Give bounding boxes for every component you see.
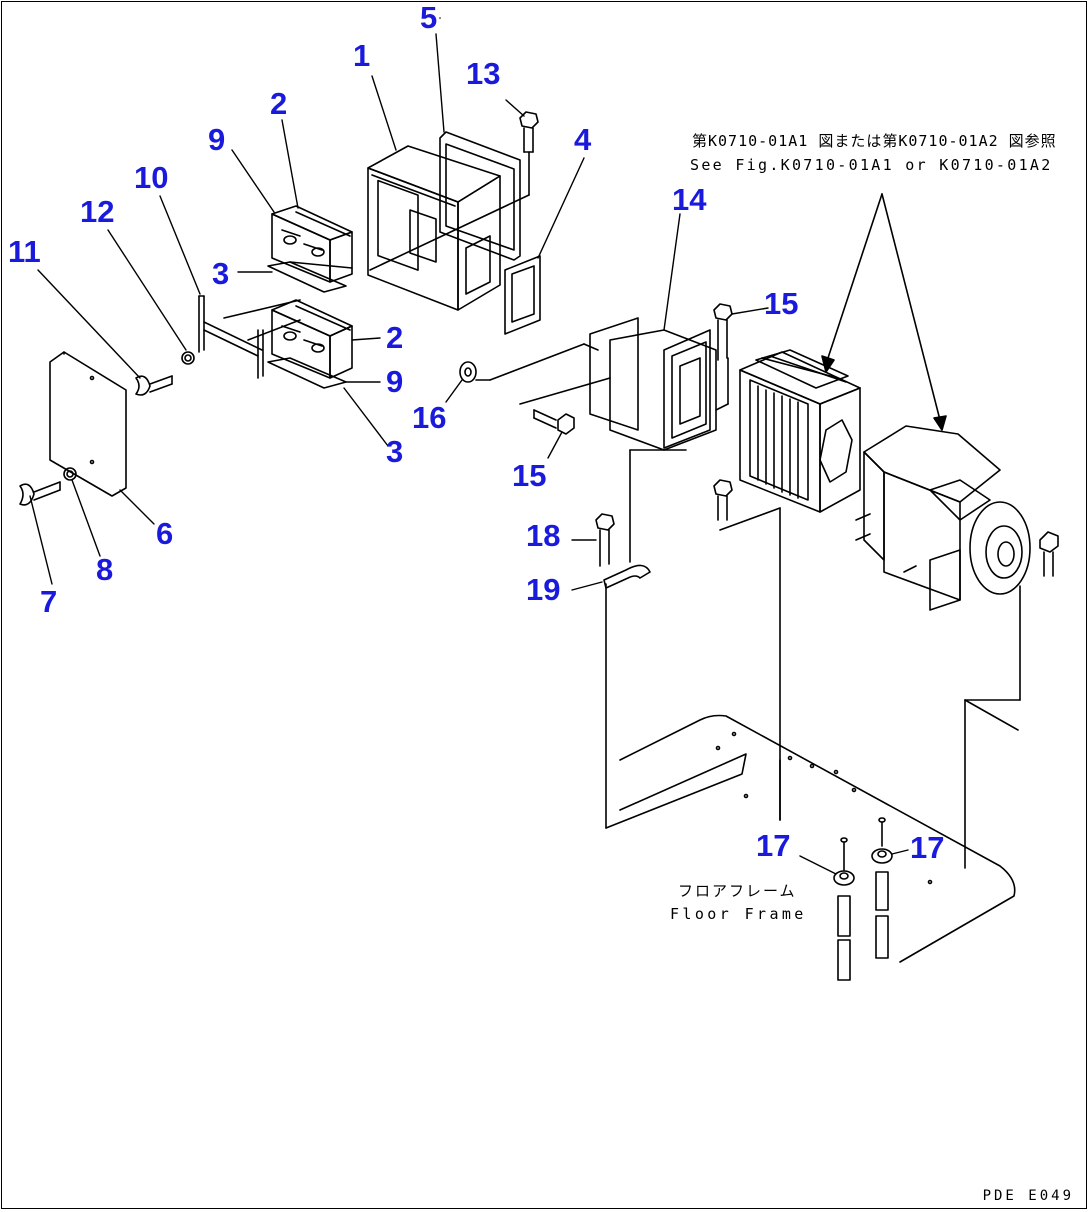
- callout-10: 10: [134, 160, 169, 195]
- part-16-grommet: [460, 344, 584, 382]
- callout-15-lower: 15: [512, 458, 547, 493]
- part-4-gasket: [505, 256, 540, 334]
- callout-3-upper: 3: [212, 256, 230, 291]
- reference-arrows: [822, 194, 946, 430]
- floor-frame: [606, 700, 1018, 962]
- part-15-bolt-lower: [520, 378, 610, 434]
- callout-12: 12: [80, 194, 115, 229]
- part-10-bracket: [199, 296, 300, 378]
- part-19-clamp: [604, 565, 650, 828]
- callout-2-upper: 2: [270, 86, 288, 121]
- part-7-wing-bolt: [20, 468, 76, 505]
- callout-14: 14: [672, 182, 707, 217]
- callout-11: 11: [8, 234, 41, 269]
- callout-16: 16: [412, 400, 447, 435]
- callout-6: 6: [156, 516, 174, 551]
- part-17-grommet-left: [834, 838, 854, 980]
- part-13-bolt: [370, 112, 538, 270]
- callout-13: 13: [466, 56, 501, 91]
- reference-note-japanese: 第K0710-01A1 図または第K0710-01A2 図参照: [692, 132, 1057, 150]
- callout-3-lower: 3: [386, 434, 404, 469]
- part-14-duct: [584, 318, 728, 450]
- callout-2-lower: 2: [386, 320, 404, 355]
- callout-18: 18: [526, 518, 561, 553]
- blower-unit: [856, 426, 1058, 700]
- part-18-bolt: [596, 450, 686, 566]
- callout-19: 19: [526, 572, 561, 607]
- callout-4: 4: [574, 122, 592, 157]
- floor-label-japanese: フロアフレーム: [678, 882, 797, 900]
- reference-note-english: See Fig.K0710-01A1 or K0710-01A2: [690, 156, 1053, 174]
- callout-9-lower: 9: [386, 364, 404, 399]
- filter-lower: [268, 300, 352, 388]
- callout-15-upper: 15: [764, 286, 799, 321]
- part-5-gasket: [440, 18, 520, 260]
- callout-8: 8: [96, 552, 114, 587]
- callout-17-left: 17: [756, 828, 791, 863]
- callout-9-upper: 9: [208, 122, 226, 157]
- filter-upper: [268, 206, 352, 292]
- heater-core: [714, 350, 860, 820]
- callout-5: 5: [420, 0, 438, 35]
- leader-lines: [30, 34, 908, 874]
- part-6-cover: [50, 352, 126, 496]
- callout-1: 1: [353, 38, 371, 73]
- callout-17-right: 17: [910, 830, 945, 865]
- part-11-wing-bolt: [136, 352, 194, 395]
- part-17-grommet-right: [872, 818, 892, 958]
- floor-label-english: Floor Frame: [670, 905, 807, 923]
- part-1-housing: [368, 146, 500, 310]
- callout-7: 7: [40, 584, 58, 619]
- drawing-code: PDE E049: [982, 1188, 1074, 1204]
